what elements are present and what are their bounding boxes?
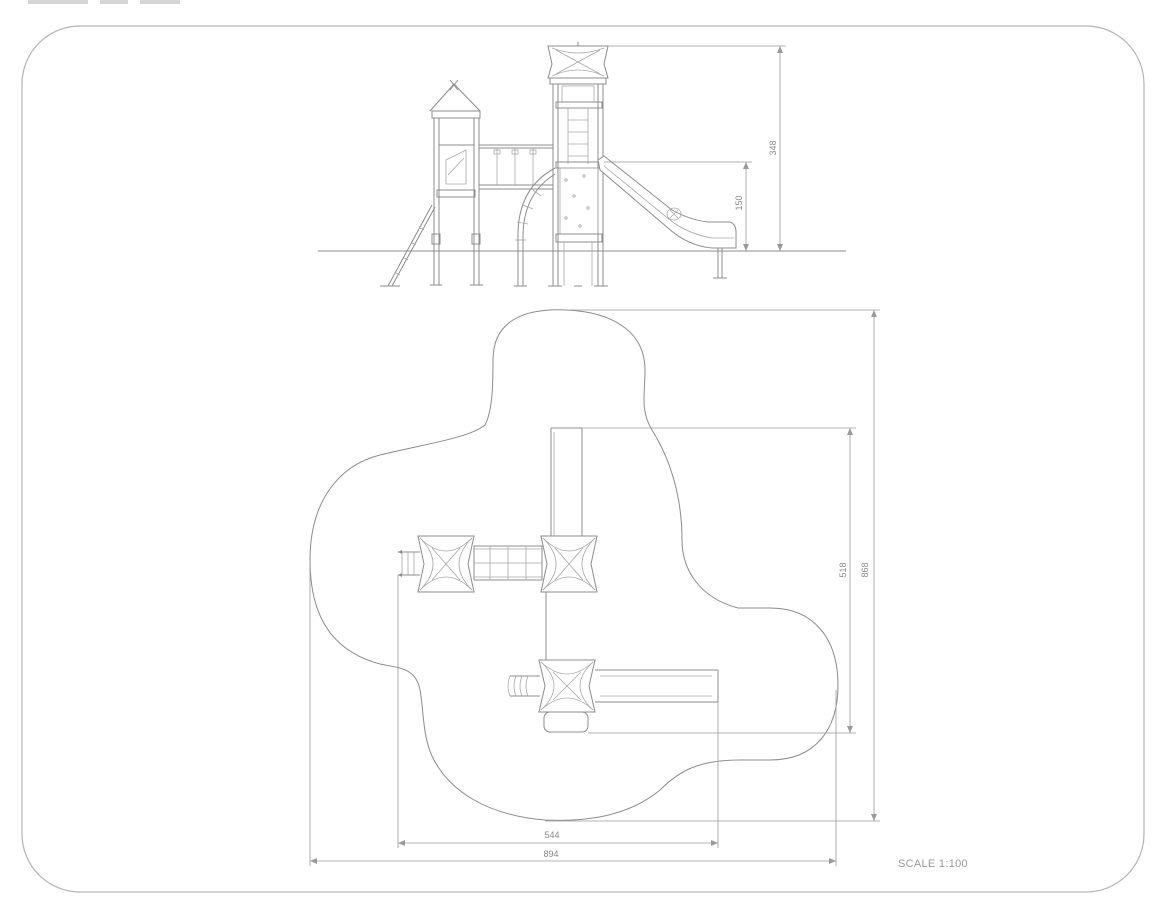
slide-plan — [588, 669, 856, 734]
lower-ladder — [507, 675, 540, 697]
plan-view: 518 868 544 894 — [309, 309, 880, 866]
safety-zone — [309, 309, 839, 821]
dim-total-height: 348 — [608, 45, 786, 251]
dim-depth-outer: 868 — [545, 309, 880, 822]
dim-label-894: 894 — [543, 849, 558, 859]
dim-label-518: 518 — [838, 562, 848, 577]
logo-mark — [28, 0, 180, 4]
roof-left — [417, 535, 475, 593]
bridge — [479, 144, 553, 190]
dim-label-868: 868 — [860, 562, 870, 577]
left-ladder — [398, 550, 420, 577]
arch-climber — [514, 167, 556, 287]
elevation-view: 348 150 — [318, 42, 846, 287]
dim-depth-inner: 518 — [582, 427, 856, 733]
scale-label: SCALE 1:100 — [898, 858, 968, 870]
slide — [597, 155, 737, 279]
roof-middle — [540, 535, 598, 593]
dim-label-150: 150 — [734, 195, 744, 210]
roof-lower — [538, 659, 596, 733]
dim-platform-height: 150 — [604, 161, 752, 251]
dim-label-544: 544 — [544, 830, 559, 840]
sheet-frame — [21, 25, 1145, 893]
dim-label-348: 348 — [768, 140, 778, 155]
dim-width-inner: 544 — [397, 575, 719, 848]
dim-width-outer: 894 — [309, 565, 837, 866]
left-tower — [380, 79, 483, 287]
bridge-plan — [473, 545, 543, 581]
walkway-north — [550, 427, 583, 538]
